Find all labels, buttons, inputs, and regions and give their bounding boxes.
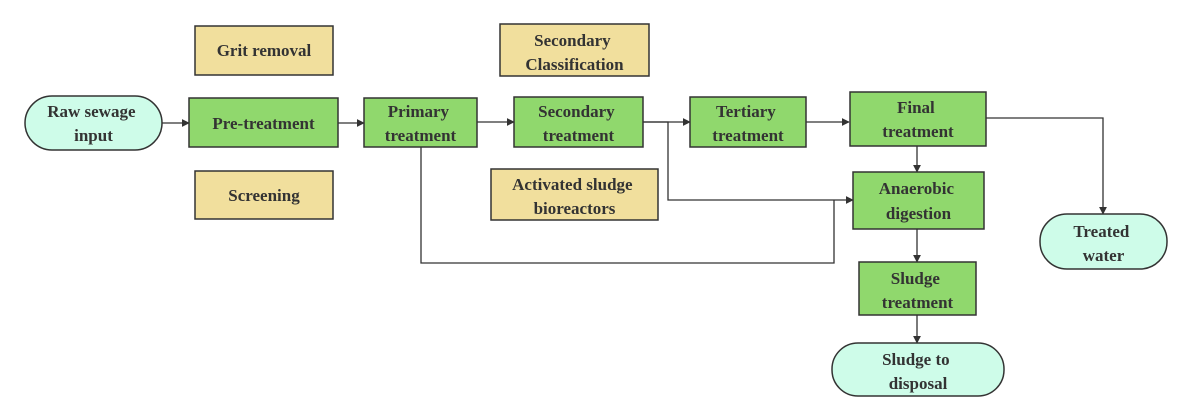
- label-line: Sludge to: [882, 350, 950, 369]
- label-line: Activated sludge: [512, 175, 633, 194]
- label-line: water: [1083, 246, 1125, 265]
- node-label: Sludge to disposal: [882, 350, 954, 393]
- label-line: Anaerobic: [879, 179, 955, 198]
- terminal-shape: [831, 342, 1005, 397]
- node-sludge-to-disposal: Sludge to disposal: [831, 342, 1005, 397]
- label-line: Secondary: [538, 102, 615, 121]
- node-secondary-treatment: Secondary treatment: [513, 96, 644, 148]
- node-label: Treated water: [1073, 222, 1133, 265]
- label-line: Final: [897, 98, 935, 117]
- edge-secondary-to-anaerobic: [643, 121, 854, 204]
- label-line: Grit removal: [217, 41, 312, 60]
- node-label: Grit removal: [217, 41, 312, 60]
- node-anaerobic-digestion: Anaerobic digestion: [852, 171, 985, 230]
- node-label: Raw sewage input: [47, 102, 140, 145]
- process-shape: [513, 96, 644, 148]
- terminal-shape: [1039, 213, 1168, 270]
- label-line: disposal: [889, 374, 948, 393]
- node-label: Primary treatment: [385, 102, 457, 145]
- node-raw-sewage-input: Raw sewage input: [24, 95, 163, 151]
- node-sludge-treatment: Sludge treatment: [858, 261, 977, 316]
- label-line: Classification: [525, 55, 624, 74]
- node-label: Sludge treatment: [882, 269, 954, 312]
- process-shape: [363, 97, 478, 148]
- process-shape: [858, 261, 977, 316]
- node-tertiary-treatment: Tertiary treatment: [689, 96, 807, 148]
- node-label: Activated sludge bioreactors: [512, 175, 637, 218]
- label-line: treatment: [882, 293, 954, 312]
- node-pre-treatment: Pre-treatment: [188, 97, 339, 148]
- label-line: treatment: [712, 126, 784, 145]
- process-shape: [689, 96, 807, 148]
- node-screening: Screening: [194, 170, 334, 220]
- label-line: bioreactors: [534, 199, 616, 218]
- node-label: Secondary Classification: [525, 31, 624, 74]
- label-line: input: [74, 126, 113, 145]
- edges: [162, 117, 1107, 344]
- label-line: Tertiary: [716, 102, 776, 121]
- node-treated-water: Treated water: [1039, 213, 1168, 270]
- node-primary-treatment: Primary treatment: [363, 97, 478, 148]
- annotation-shape: [499, 23, 650, 77]
- label-line: Secondary: [534, 31, 611, 50]
- process-shape: [852, 171, 985, 230]
- node-label: Anaerobic digestion: [879, 179, 959, 223]
- label-line: Sludge: [891, 269, 941, 288]
- node-label: Screening: [228, 186, 300, 205]
- node-label: Final treatment: [882, 98, 954, 141]
- label-line: Treated: [1073, 222, 1130, 241]
- edge-final-to-treated-water: [986, 117, 1107, 215]
- terminal-shape: [24, 95, 163, 151]
- node-label: Secondary treatment: [538, 102, 619, 145]
- annotation-shape: [194, 25, 334, 76]
- label-line: Screening: [228, 186, 300, 205]
- label-line: treatment: [882, 122, 954, 141]
- label-line: treatment: [385, 126, 457, 145]
- label-line: Pre-treatment: [212, 114, 315, 133]
- node-grit-removal: Grit removal: [194, 25, 334, 76]
- edge-primary-to-anaerobic: [420, 147, 835, 264]
- label-line: Raw sewage: [47, 102, 136, 121]
- label-line: treatment: [543, 126, 615, 145]
- node-label: Tertiary treatment: [712, 102, 784, 145]
- label-line: digestion: [886, 204, 952, 223]
- node-activated-sludge-bioreactors: Activated sludge bioreactors: [490, 168, 659, 221]
- label-line: Primary: [388, 102, 450, 121]
- node-label: Pre-treatment: [212, 114, 315, 133]
- process-shape: [849, 91, 987, 147]
- node-final-treatment: Final treatment: [849, 91, 987, 147]
- annotation-shape: [490, 168, 659, 221]
- node-secondary-classification: Secondary Classification: [499, 23, 650, 77]
- process-shape: [188, 97, 339, 148]
- annotation-shape: [194, 170, 334, 220]
